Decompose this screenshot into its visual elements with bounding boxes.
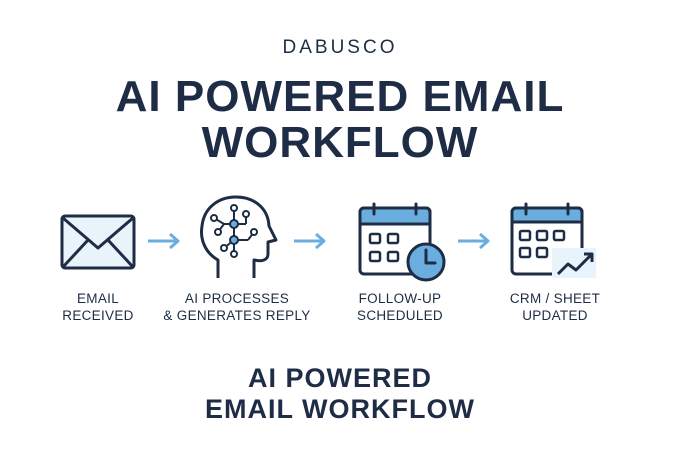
brand-name: DABUSCO (282, 37, 398, 58)
step-label-1: EMAIL RECEIVED (48, 290, 148, 324)
main-title: AI POWERED EMAIL WORKFLOW (0, 74, 680, 166)
ai-head-icon (200, 195, 278, 278)
step-label-2: AI PROCESSES & GENERATES REPLY (162, 290, 312, 324)
main-title-line-1: AI POWERED EMAIL (115, 72, 565, 121)
step-label-3-line-2: SCHEDULED (357, 308, 443, 323)
step-label-3-line-1: FOLLOW-UP (358, 291, 442, 306)
footer-title: AI POWERED EMAIL WORKFLOW (0, 363, 680, 425)
envelope-icon (60, 214, 136, 270)
step-label-2-line-2: & GENERATES REPLY (163, 308, 311, 323)
step-label-4-line-2: UPDATED (522, 308, 588, 323)
arrow-icon-1 (148, 232, 180, 250)
step-label-2-line-1: AI PROCESSES (184, 291, 290, 306)
step-label-1-line-2: RECEIVED (62, 308, 134, 323)
arrow-icon-2 (294, 232, 326, 250)
step-label-4: CRM / SHEET UPDATED (500, 290, 610, 324)
footer-title-line-2: EMAIL WORKFLOW (205, 394, 475, 424)
step-label-3: FOLLOW-UP SCHEDULED (345, 290, 455, 324)
step-label-1-line-1: EMAIL (76, 291, 119, 306)
step-label-4-line-1: CRM / SHEET (509, 291, 601, 306)
footer-title-line-1: AI POWERED (247, 363, 432, 393)
calendar-chart-icon (510, 202, 596, 278)
main-title-line-2: WORKFLOW (201, 118, 479, 167)
calendar-clock-icon (358, 202, 446, 282)
arrow-icon-3 (458, 232, 490, 250)
